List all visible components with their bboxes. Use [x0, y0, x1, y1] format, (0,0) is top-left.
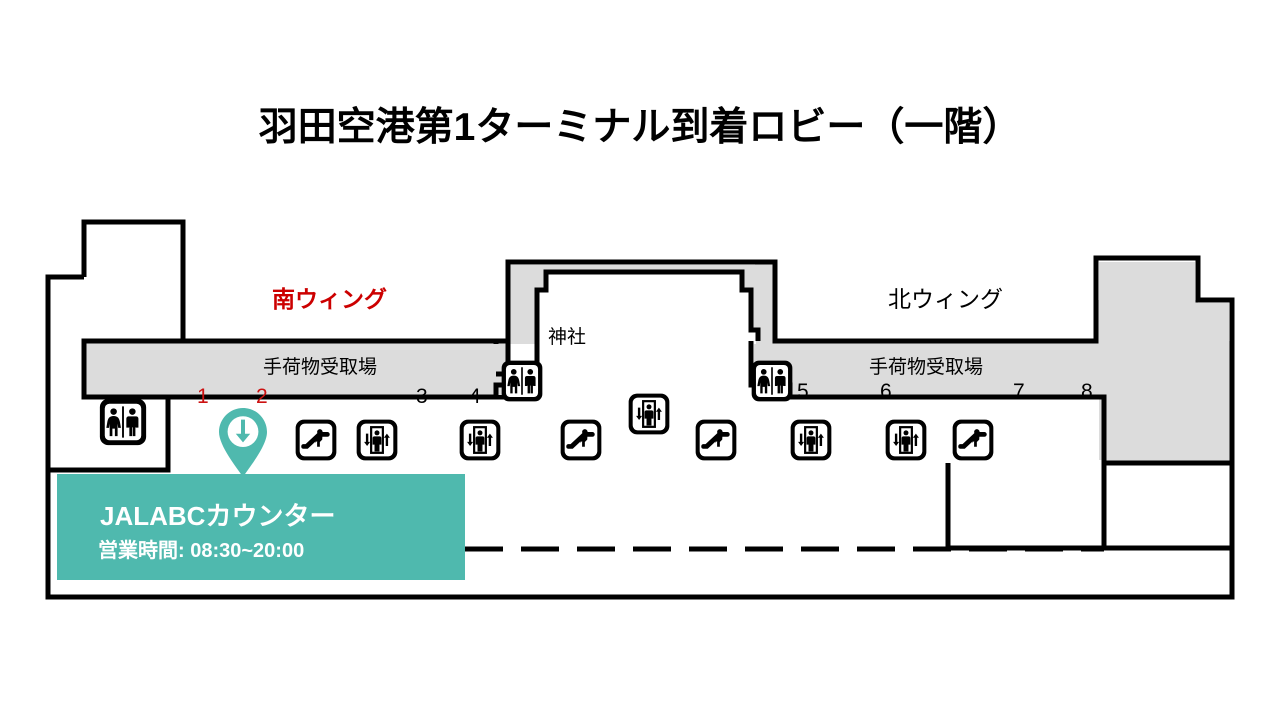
belt-number-8: 8: [1081, 380, 1093, 403]
wing-label-south: 南ウィング: [272, 286, 387, 312]
belt-number-6: 6: [880, 380, 892, 403]
belt-number-5: 5: [797, 380, 809, 403]
belt-number-3: 3: [416, 385, 428, 408]
belt-number-7: 7: [1013, 380, 1025, 403]
page-title: 羽田空港第1ターミナル到着ロビー（一階）: [258, 106, 1022, 149]
escalator-icon[interactable]: [952, 419, 994, 461]
belt-number-1: 1: [197, 385, 209, 408]
elevator-icon[interactable]: [356, 419, 398, 461]
terminal-outline-top: [45, 219, 1235, 600]
map-pin-down-arrow-icon[interactable]: [219, 408, 267, 476]
elevator-icon[interactable]: [885, 419, 927, 461]
counter-name: JALABCカウンター: [100, 501, 335, 531]
belt-number-2: 2: [256, 385, 268, 408]
counter-hours: 営業時間: 08:30~20:00: [98, 538, 304, 562]
baggage-claim-label-north: 手荷物受取場: [869, 356, 983, 378]
belt-number-4: 4: [469, 385, 481, 408]
escalator-icon[interactable]: [695, 419, 737, 461]
restroom-icon[interactable]: [99, 398, 147, 446]
corridor-fill-touchups: [86, 262, 1229, 460]
shrine-label: 神社: [548, 326, 586, 348]
jalabc-counter-callout[interactable]: JALABCカウンター 営業時間: 08:30~20:00: [57, 474, 465, 580]
escalator-icon[interactable]: [560, 419, 602, 461]
escalator-icon[interactable]: [295, 419, 337, 461]
elevator-icon[interactable]: [459, 419, 501, 461]
elevator-icon[interactable]: [628, 393, 670, 435]
baggage-claim-label-south: 手荷物受取場: [263, 356, 377, 378]
elevator-icon[interactable]: [790, 419, 832, 461]
wing-label-north: 北ウィング: [888, 286, 1003, 312]
restroom-icon[interactable]: [751, 360, 793, 402]
restroom-icon[interactable]: [501, 360, 543, 402]
